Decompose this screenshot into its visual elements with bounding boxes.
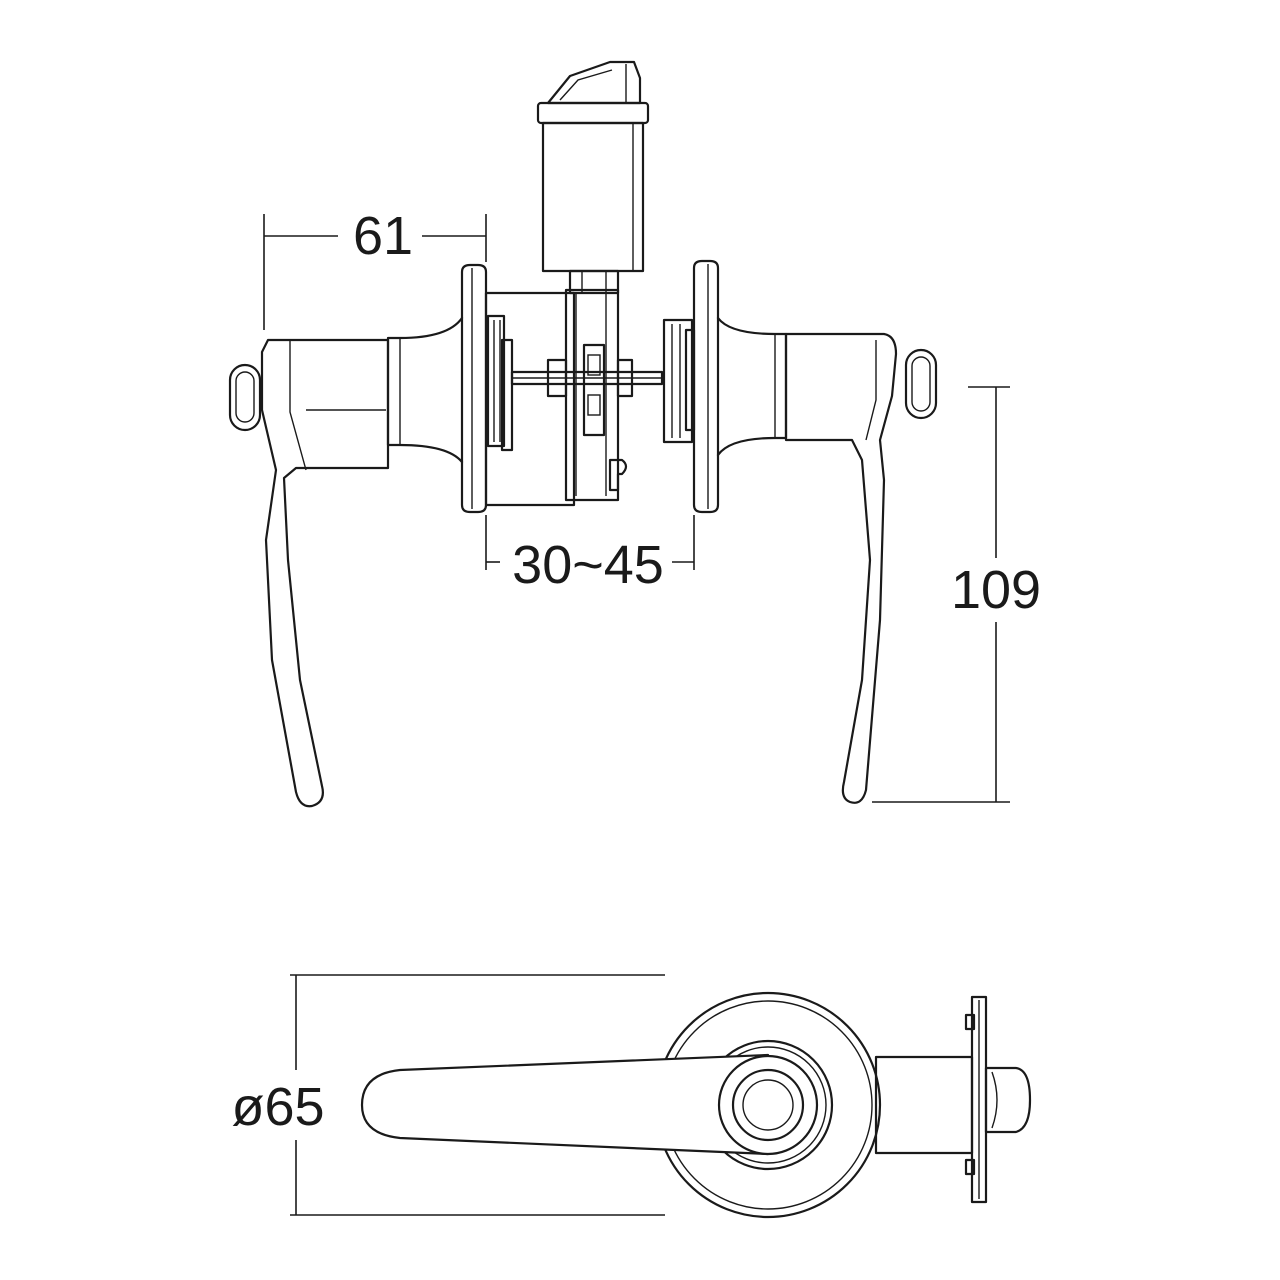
dimension-lever-length: 109 xyxy=(872,386,1041,803)
lever-spindle-outer xyxy=(731,1068,805,1142)
dimension-rose-diameter: ø65 xyxy=(231,974,665,1216)
right-rose-plate xyxy=(692,259,788,514)
dimension-lever-projection: 61 xyxy=(263,206,487,330)
dimension-label-door-thickness: 30~45 xyxy=(512,535,664,595)
front-elevation-view xyxy=(228,60,938,808)
cylinder-housing xyxy=(536,60,650,295)
side-lever-body xyxy=(360,1053,770,1156)
latch-chassis xyxy=(484,288,696,507)
dimension-label-lever-projection: 61 xyxy=(353,206,413,266)
dimension-label-rose-diameter: ø65 xyxy=(231,1077,324,1137)
dimension-door-thickness: 30~45 xyxy=(485,515,695,595)
right-lever-handle xyxy=(784,332,938,804)
left-rose-plate xyxy=(386,263,488,514)
side-elevation-view xyxy=(360,991,1032,1219)
dimension-label-lever-length: 109 xyxy=(951,560,1041,620)
left-lever-handle xyxy=(228,338,390,808)
lever-spindle-inner xyxy=(742,1079,794,1131)
latch-faceplate xyxy=(874,995,1032,1204)
